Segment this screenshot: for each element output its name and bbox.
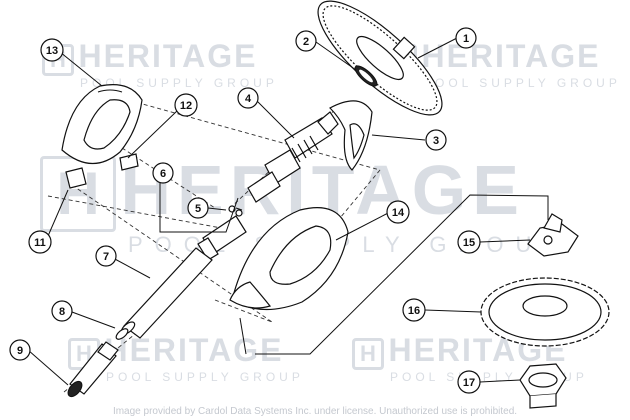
watermark-subtitle: POOL SUPPLY GROUP bbox=[423, 76, 621, 90]
image-credit: Image provided by Cardol Data Systems In… bbox=[112, 406, 518, 417]
disc-diaphragm bbox=[317, 0, 443, 116]
callout-17: 17 bbox=[457, 370, 481, 394]
hose-segment bbox=[123, 247, 213, 339]
callout-3: 3 bbox=[425, 129, 447, 151]
hose-coupling bbox=[197, 215, 247, 261]
skirt bbox=[480, 277, 610, 347]
hose-rings bbox=[115, 321, 136, 340]
watermark-title: HERITAGE bbox=[421, 38, 601, 74]
callout-label: 7 bbox=[103, 251, 109, 263]
top-cover bbox=[61, 84, 143, 165]
callout-label: 9 bbox=[17, 345, 23, 357]
callout-label: 3 bbox=[433, 135, 439, 147]
watermark-subtitle: POOL SUPPLY GROUP bbox=[80, 76, 278, 90]
callout-label: 12 bbox=[180, 100, 192, 112]
hose-clip bbox=[228, 205, 243, 217]
foot-pad bbox=[527, 213, 579, 257]
watermark-logo-icon: H bbox=[352, 338, 384, 370]
callout-label: 2 bbox=[303, 36, 309, 48]
callout-12: 12 bbox=[174, 93, 198, 117]
callout-6: 6 bbox=[152, 162, 174, 184]
callout-label: 4 bbox=[245, 93, 252, 105]
callout-label: 17 bbox=[463, 377, 475, 389]
weight-block bbox=[65, 167, 87, 189]
swivel-housing bbox=[329, 100, 373, 171]
bottom-body bbox=[229, 207, 349, 311]
watermark-title: HERITAGE bbox=[78, 38, 258, 74]
callout-1: 1 bbox=[455, 27, 477, 49]
callout-label: 1 bbox=[463, 33, 469, 45]
callout-14: 14 bbox=[386, 200, 410, 224]
retaining-nut bbox=[519, 363, 567, 409]
watermark-title: HERITAGE bbox=[104, 332, 284, 368]
watermark-top-left: H HERITAGE POOL SUPPLY GROUP bbox=[42, 38, 278, 90]
hose-cuff bbox=[67, 341, 119, 398]
swivel-assembly bbox=[247, 111, 339, 203]
callout-15: 15 bbox=[457, 230, 481, 254]
callout-13: 13 bbox=[40, 38, 64, 62]
watermark-subtitle: POOL SUPPLY GROUP bbox=[106, 370, 304, 384]
o-ring bbox=[354, 65, 378, 87]
callout-label: 14 bbox=[392, 207, 405, 219]
callout-16: 16 bbox=[402, 298, 426, 322]
callout-8: 8 bbox=[51, 300, 73, 322]
callout-label: 5 bbox=[195, 203, 201, 215]
callout-label: 13 bbox=[46, 45, 58, 57]
callout-2: 2 bbox=[295, 30, 317, 52]
callout-label: 15 bbox=[463, 237, 475, 249]
callout-5: 5 bbox=[187, 197, 209, 219]
callout-label: 6 bbox=[160, 168, 166, 180]
callout-7: 7 bbox=[95, 245, 117, 267]
callout-label: 16 bbox=[408, 305, 420, 317]
callout-label: 11 bbox=[34, 237, 46, 249]
callout-11: 11 bbox=[28, 230, 52, 254]
callout-9: 9 bbox=[9, 339, 31, 361]
callout-4: 4 bbox=[237, 87, 259, 109]
callout-label: 8 bbox=[59, 306, 65, 318]
leader-lines bbox=[27, 37, 549, 386]
